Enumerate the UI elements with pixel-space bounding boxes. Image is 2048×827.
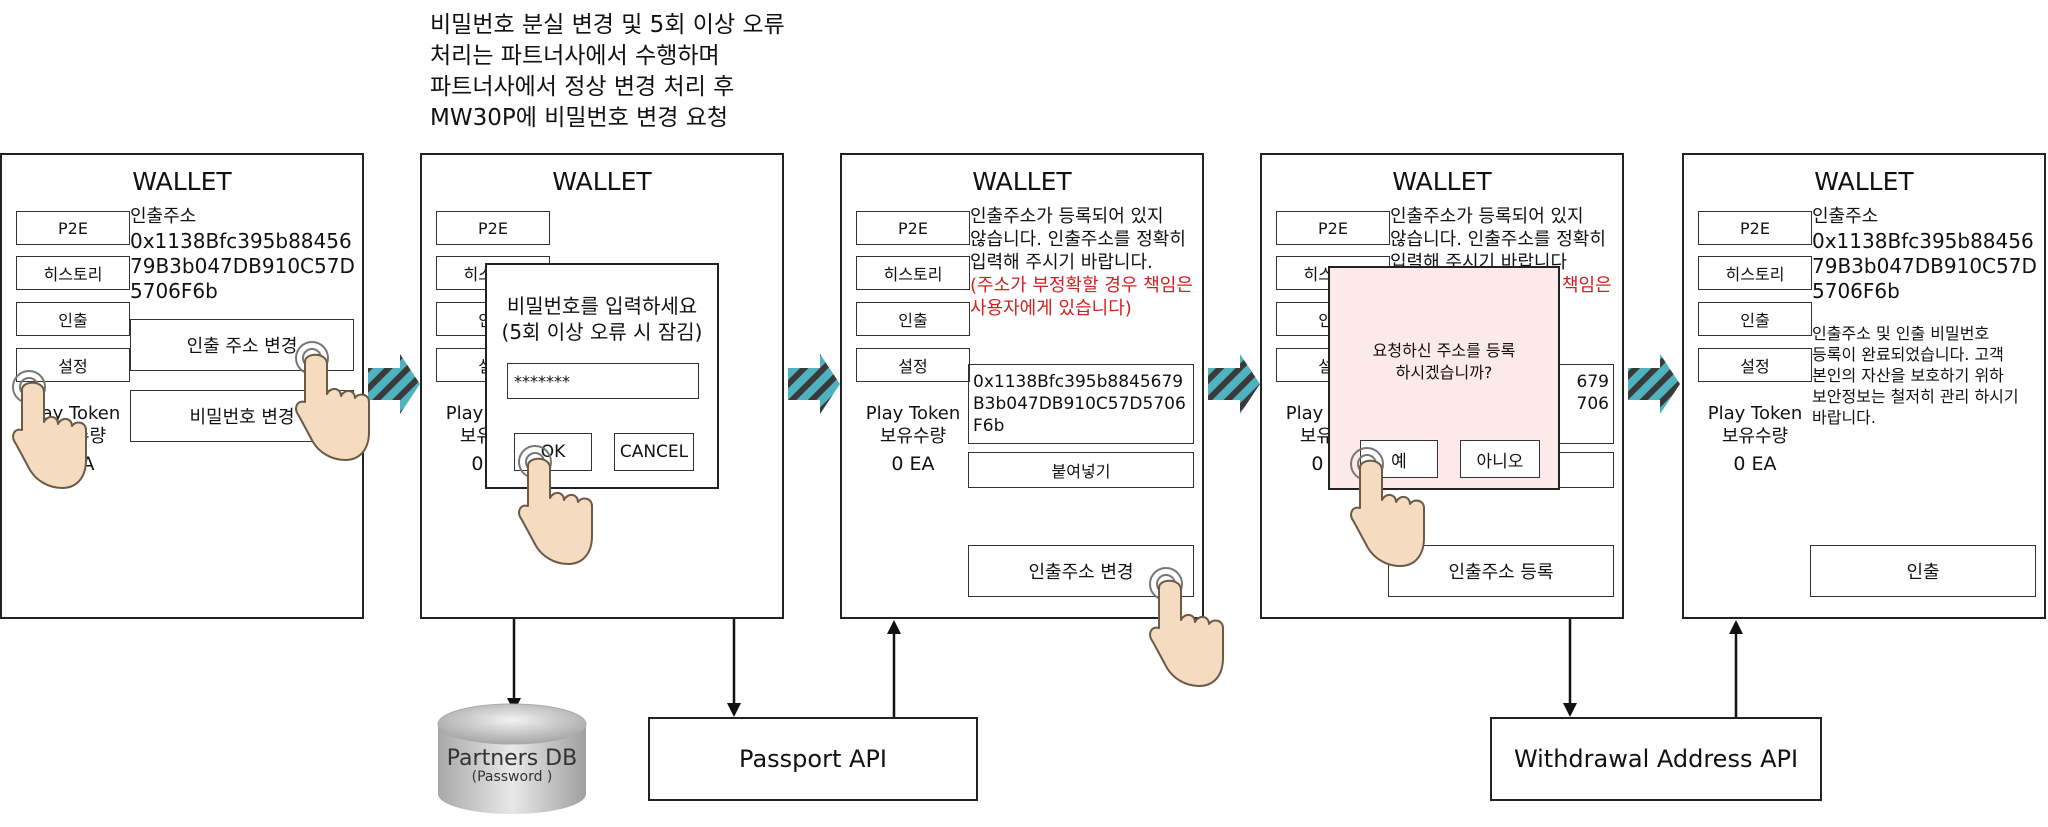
confirm-message: 요청하신 주소를 등록 하시겠습니까? [1330, 340, 1558, 384]
wallet-screen-4: WALLET P2E 히스토리 인출 설정 Play Token 보유수량 0 … [1260, 153, 1624, 619]
notice-line: 입력해 주시기 바랍니다. [970, 252, 1153, 273]
arrow-screen2-to-passport [727, 619, 741, 717]
flow-arrow-2 [788, 354, 840, 414]
address-label: 인출주소 [1812, 206, 1879, 227]
partners-db-sub: (Password ) [471, 769, 553, 785]
partners-db-cylinder [437, 703, 587, 814]
nav-p2e-button[interactable]: P2E [436, 211, 550, 245]
partners-db-label: Partners DB (Password ) [438, 746, 586, 785]
address-input[interactable]: 0x1138Bfc395b8845679 B3b047DB910C57D5706… [968, 364, 1194, 444]
touch-rings [12, 341, 1384, 601]
nav-withdraw-button[interactable]: 인출 [856, 302, 970, 336]
nav-history-button[interactable]: 히스토리 [16, 256, 130, 290]
wallet-title: WALLET [1814, 167, 1914, 196]
nav-history-button[interactable]: 히스토리 [856, 256, 970, 290]
token-label-line1: Play Token [1707, 403, 1803, 424]
address-value: 0x1138Bfc395b88456 79B3b047DB910C57D 570… [130, 229, 355, 304]
token-label-line2: 보유수량 [1721, 426, 1789, 447]
arrow-to-partners-db [507, 619, 521, 712]
address-line: 5706F6b [130, 279, 218, 303]
nav-settings-button[interactable]: 설정 [1698, 348, 1812, 382]
wallet-title: WALLET [552, 167, 652, 196]
address-line: 0x1138Bfc395b88456 [130, 229, 352, 253]
nav-settings-button[interactable]: 설정 [16, 348, 130, 382]
confirm-line: 하시겠습니까? [1395, 363, 1493, 382]
nav-withdraw-button[interactable]: 인출 [16, 302, 130, 336]
flow-arrow-4 [1628, 354, 1680, 414]
confirm-line: 요청하신 주소를 등록 [1372, 341, 1516, 360]
arrow-passport-to-screen3 [887, 620, 901, 717]
process-note: 비밀번호 분실 변경 및 5회 이상 오류 처리는 파트너사에서 수행하며 파트… [430, 12, 785, 131]
wallet-screen-5: WALLET P2E 히스토리 인출 설정 Play Token 보유수량 0 … [1682, 153, 2046, 619]
wallet-screen-2: WALLET P2E 히스토리 인출 설정 Play Token 보유수량 0 … [420, 153, 784, 619]
completion-line: 본인의 자산을 보호하기 위하 [1812, 366, 2004, 385]
wallet-title: WALLET [132, 167, 232, 196]
dialog-title-line2: (5회 이상 오류 시 잠김) [501, 320, 703, 344]
arrow-screen4-to-withdrawal [1563, 619, 1577, 717]
address-line: 679 [1576, 372, 1609, 392]
address-line: 79B3b047DB910C57D [130, 254, 355, 278]
notice-line: 인출주소가 등록되어 있지 [970, 206, 1164, 227]
confirm-dialog: 요청하신 주소를 등록 하시겠습니까? 예 아니오 [1328, 266, 1560, 490]
completion-line: 등록이 완료되었습니다. 고객 [1812, 345, 2004, 364]
token-label: Play Token 보유수량 [1700, 402, 1810, 448]
completion-line: 보안정보는 철저히 관리 하시기 [1812, 387, 2019, 406]
address-line: 0x1138Bfc395b88456 [1812, 229, 2034, 253]
notice-text: 인출주소가 등록되어 있지 않습니다. 인출주소를 정확히 입력해 주시기 바랍… [970, 205, 1193, 320]
completion-message: 인출주소 및 인출 비밀번호 등록이 완료되었습니다. 고객 본인의 자산을 보… [1812, 323, 2019, 428]
address-line: 706 [1576, 394, 1609, 414]
address-line: 0x1138Bfc395b8845679 [973, 372, 1184, 392]
password-input[interactable]: ******* [507, 363, 699, 399]
warning-line: 사용자에게 있습니다) [970, 298, 1132, 319]
wallet-title: WALLET [1392, 167, 1492, 196]
paste-button[interactable]: 붙여넣기 [968, 452, 1194, 488]
passport-api-box: Passport API [648, 717, 978, 801]
nav-p2e-button[interactable]: P2E [16, 211, 130, 245]
warning-partial: 책임은 [1562, 275, 1612, 296]
token-label-line1: Play Token [865, 403, 961, 424]
nav-p2e-button[interactable]: P2E [1276, 211, 1390, 245]
nav-settings-button[interactable]: 설정 [856, 348, 970, 382]
address-label: 인출주소 [130, 206, 197, 227]
nav-history-button[interactable]: 히스토리 [1698, 256, 1812, 290]
hand-pointer-icons [12, 353, 1425, 687]
address-line: F6b [973, 416, 1005, 436]
register-address-button[interactable]: 인출주소 등록 [1388, 545, 1614, 597]
address-line: 79B3b047DB910C57D [1812, 254, 2037, 278]
warning-line: (주소가 부정확할 경우 책임은 [970, 275, 1193, 296]
withdrawal-address-api-box: Withdrawal Address API [1490, 717, 1822, 801]
completion-line: 인출주소 및 인출 비밀번호 [1812, 324, 1990, 343]
partners-db-name: Partners DB [446, 746, 578, 771]
withdraw-button[interactable]: 인출 [1810, 545, 2036, 597]
token-amount: 0 EA [1733, 453, 1777, 475]
arrow-withdrawal-to-screen5 [1729, 620, 1743, 717]
notice-line: 인출주소가 등록되어 있지 [1390, 206, 1584, 227]
address-line: B3b047DB910C57D5706 [973, 394, 1186, 414]
cancel-button[interactable]: CANCEL [614, 433, 694, 471]
address-value: 0x1138Bfc395b88456 79B3b047DB910C57D 570… [1812, 229, 2037, 304]
nav-p2e-button[interactable]: P2E [1698, 211, 1812, 245]
nav-p2e-button[interactable]: P2E [856, 211, 970, 245]
wallet-title: WALLET [972, 167, 1072, 196]
token-amount: 0 EA [891, 453, 935, 475]
completion-line: 바랍니다. [1812, 408, 1876, 427]
no-button[interactable]: 아니오 [1460, 440, 1540, 478]
dialog-title: 비밀번호를 입력하세요 (5회 이상 오류 시 잠김) [487, 293, 717, 345]
flow-arrow-3 [1208, 354, 1260, 414]
notice-line: 않습니다. 인출주소를 정확히 [970, 229, 1186, 250]
token-label: Play Token 보유수량 [858, 402, 968, 448]
address-line: 5706F6b [1812, 279, 1900, 303]
wallet-screen-3: WALLET P2E 히스토리 인출 설정 Play Token 보유수량 0 … [840, 153, 1204, 619]
token-label-line2: 보유수량 [879, 426, 947, 447]
notice-line: 않습니다. 인출주소를 정확히 [1390, 229, 1606, 250]
flow-arrow-1 [368, 354, 420, 414]
nav-withdraw-button[interactable]: 인출 [1698, 302, 1812, 336]
dialog-title-line1: 비밀번호를 입력하세요 [506, 294, 698, 318]
